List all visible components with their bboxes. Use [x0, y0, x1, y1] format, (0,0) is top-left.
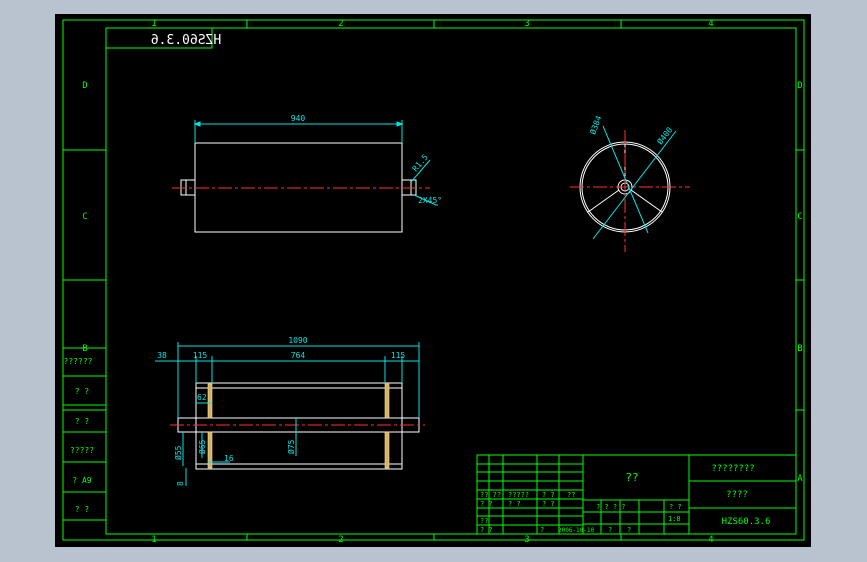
title-block-border: [476, 454, 797, 535]
zone-col-bottom: 2: [338, 535, 343, 545]
side-table-cell: ?????: [70, 446, 94, 455]
title-block[interactable]: ?? ?? ????? ? ? ?? ? ? ? ? ? ? ?? ? ? ? …: [476, 454, 797, 535]
zone-row-left: B: [82, 344, 87, 354]
tb-label: ? ?: [669, 503, 682, 511]
zone-col-top: 2: [338, 19, 343, 29]
zone-col-bottom: 1: [151, 535, 156, 545]
side-table-cell: ? ?: [75, 417, 90, 426]
tb-label: ? ?: [542, 491, 555, 499]
end-view[interactable]: Ø384 Ø400: [570, 114, 690, 252]
spoke: [587, 189, 620, 213]
tb-date: 2006-10-10: [558, 527, 595, 534]
tb-label: ?: [608, 526, 612, 534]
hub-width-text: 62: [197, 393, 207, 402]
zone-col-bottom: 4: [708, 535, 713, 545]
side-table-text: ?????? ? ? ? ? ????? ? A9 ? ?: [64, 357, 95, 514]
front-view[interactable]: 940 R1.5 2X45°: [172, 114, 442, 233]
left-stub-text: 38: [157, 351, 167, 360]
zone-row-right: D: [797, 81, 802, 91]
tb-label: ? ?: [508, 500, 521, 508]
left-offset-text: 115: [193, 351, 208, 360]
side-table-cell: ? ?: [75, 505, 90, 514]
zone-row-left: C: [82, 212, 87, 222]
zone-labels: 1 2 3 4 1 2 3 4 D C B D C B A: [82, 19, 803, 545]
tb-label: ? ?: [480, 500, 493, 508]
tb-label: ?: [627, 526, 631, 534]
spoke: [630, 189, 663, 213]
outer-diameter-leader: [592, 130, 677, 240]
tb-label: ?????: [508, 491, 529, 499]
plate-thickness-text: 16: [224, 454, 234, 463]
drawing-canvas[interactable]: [55, 14, 811, 547]
tb-drawing-number: HZS60.3.6: [722, 517, 771, 527]
bearing-dia-text: Ø65: [197, 439, 207, 454]
zone-col-top: 1: [151, 19, 156, 29]
side-table-cell: ??????: [64, 357, 93, 366]
tb-company: ????????: [711, 464, 754, 474]
zone-col-bottom: 3: [524, 535, 529, 545]
side-table-grid: [62, 347, 107, 521]
inner-border: [105, 27, 797, 535]
length-dimension-text: 940: [291, 114, 306, 123]
drawing-frame: [62, 19, 805, 541]
drawing-code-stamp: HZS60.3.6: [151, 33, 221, 48]
tb-material: ????: [726, 490, 748, 500]
tb-scale: 1:8: [668, 515, 681, 523]
chamfer-leader: [413, 194, 437, 206]
chamfer-note: 2X45°: [418, 196, 442, 205]
side-gap-text: 8: [176, 481, 185, 486]
total-length-text: 1090: [288, 336, 307, 345]
side-table-cell: ? ?: [75, 387, 90, 396]
section-view[interactable]: 1090 38 115 764 115 62 Ø65 Ø55 Ø75 16 8: [155, 336, 425, 486]
tb-label: ? ?: [542, 500, 555, 508]
title-block-small-labels: ?? ?? ????? ? ? ?? ? ? ? ? ? ? ?? ? ? ? …: [480, 491, 682, 534]
side-table-cell: ? A9: [72, 476, 91, 485]
tb-label: ??: [480, 517, 488, 525]
body-length-text: 764: [291, 351, 306, 360]
zone-row-left: D: [82, 81, 87, 91]
core-dia-text: Ø75: [286, 439, 296, 454]
tb-label: ? ?: [480, 526, 493, 534]
tb-label: ?? ??: [480, 491, 501, 499]
tb-label: ?: [540, 526, 544, 534]
inner-diameter-leader: [602, 125, 649, 234]
tb-label: ??: [567, 491, 575, 499]
right-offset-text: 115: [391, 351, 406, 360]
tb-label: ? ? ? ?: [596, 503, 626, 511]
section-hatching: [207, 383, 390, 469]
zone-row-right: C: [797, 212, 802, 222]
radius-leader: [410, 159, 431, 183]
zone-row-right: B: [797, 344, 802, 354]
zone-col-top: 3: [524, 19, 529, 29]
shaft-dia-text: Ø55: [173, 445, 183, 460]
code-stamp-box: [105, 27, 213, 49]
zone-row-right: A: [797, 474, 803, 484]
tb-title: ??: [625, 471, 638, 484]
zone-col-top: 4: [708, 19, 713, 29]
